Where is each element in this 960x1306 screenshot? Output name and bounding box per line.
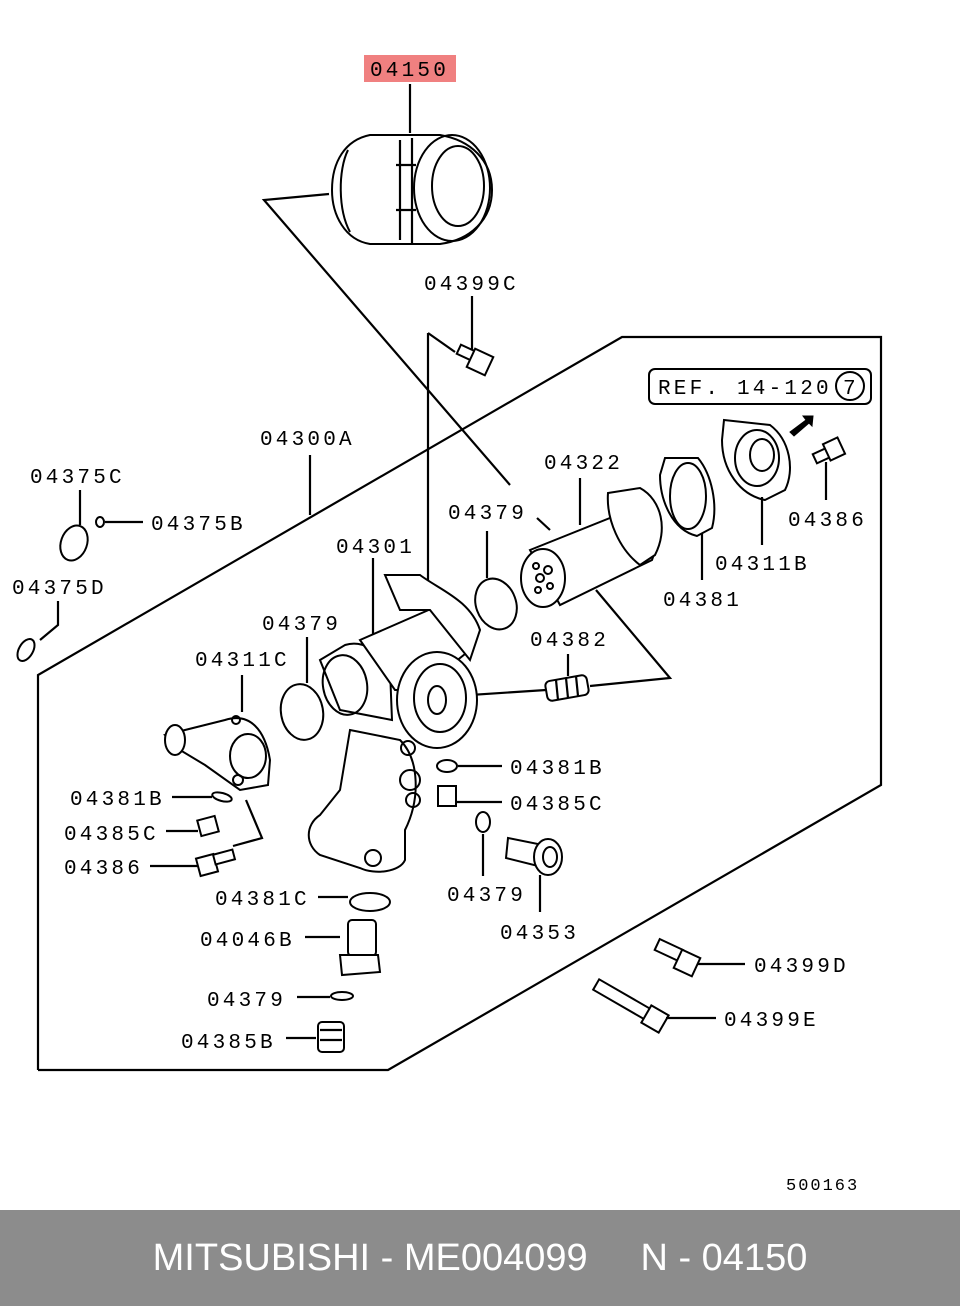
bolt-04386-left-icon [150,799,264,878]
label-04150: 04150 [370,60,449,83]
label-04381: 04381 [663,590,742,613]
gasket-04381-icon [658,457,716,580]
label-04385b: 04385B [181,1032,276,1055]
footer-part-number: MITSUBISHI - ME004099 N - 04150 [152,1236,808,1279]
oring-bottom-icon [297,991,354,1001]
leader-cooler [589,589,673,688]
plug-04046b-icon [305,919,382,977]
ref-box [648,368,872,405]
plug-04385c-left-icon [166,814,220,838]
label-04379-center: 04379 [447,885,526,908]
label-04385c-left: 04385C [64,824,159,847]
label-04381c: 04381C [215,889,310,912]
label-04375d: 04375D [12,578,107,601]
label-04311c: 04311C [195,650,290,673]
footer-bar: MITSUBISHI - ME004099 N - 04150 [0,1210,960,1306]
plug-04385c-right-icon [437,785,502,807]
oring-04375c-icon [59,490,89,562]
cover-04311b-icon [720,418,791,545]
label-04381b-right: 04381B [510,758,605,781]
label-04353: 04353 [500,923,579,946]
direction-arrow-icon [789,415,814,437]
gasket-04381c-icon [318,892,391,912]
label-04322: 04322 [544,453,623,476]
oring-cooler-icon [474,531,518,631]
oil-filter-icon [330,84,494,245]
label-04382: 04382 [530,630,609,653]
label-04300a: 04300A [260,429,355,452]
bolt-04386-right-icon [811,436,847,500]
assembly-outline [36,192,883,1072]
plug-04385b-icon [286,1021,345,1053]
diagram-code: 500163 [786,1177,859,1196]
bolt-04399c-icon [455,296,495,377]
housing-04301-icon [307,558,482,873]
label-04375c: 04375C [30,467,125,490]
label-04379-cooler: 04379 [448,503,527,526]
gasket-04381b-left-icon [172,791,233,803]
label-04379-left: 04379 [262,614,341,637]
label-04399e: 04399E [724,1010,819,1033]
label-04386-left: 04386 [64,858,143,881]
label-04385c-right: 04385C [510,794,605,817]
label-04311b: 04311B [715,554,810,577]
highlight-04150 [364,55,456,82]
label-04399d: 04399D [754,956,849,979]
bolt-04399e-icon [591,977,716,1035]
label-04379-bottom: 04379 [207,990,286,1013]
label-04381b-left: 04381B [70,789,165,812]
label-04386-right: 04386 [788,510,867,533]
ref-label: REF. 14-120 [658,378,832,401]
bolt-04399d-icon [653,937,745,978]
oil-cooler-icon [520,478,663,608]
label-04375b: 04375B [151,514,246,537]
union-04353-icon [504,836,563,912]
oring-left-icon [279,637,325,741]
label-04046b: 04046B [200,930,295,953]
oring-04375b-icon [95,516,143,528]
ref-number: 7 [843,378,859,401]
gasket-04381b-right-icon [436,759,502,773]
cover-04311c-icon [163,675,272,792]
parts-diagram: 04150 04399C 04300A 04375C 04375B 04375D… [12,55,883,1196]
label-04301: 04301 [336,537,415,560]
oring-04375d-icon [16,601,60,662]
oring-center-icon [475,811,491,876]
label-04399c: 04399C [424,274,519,297]
